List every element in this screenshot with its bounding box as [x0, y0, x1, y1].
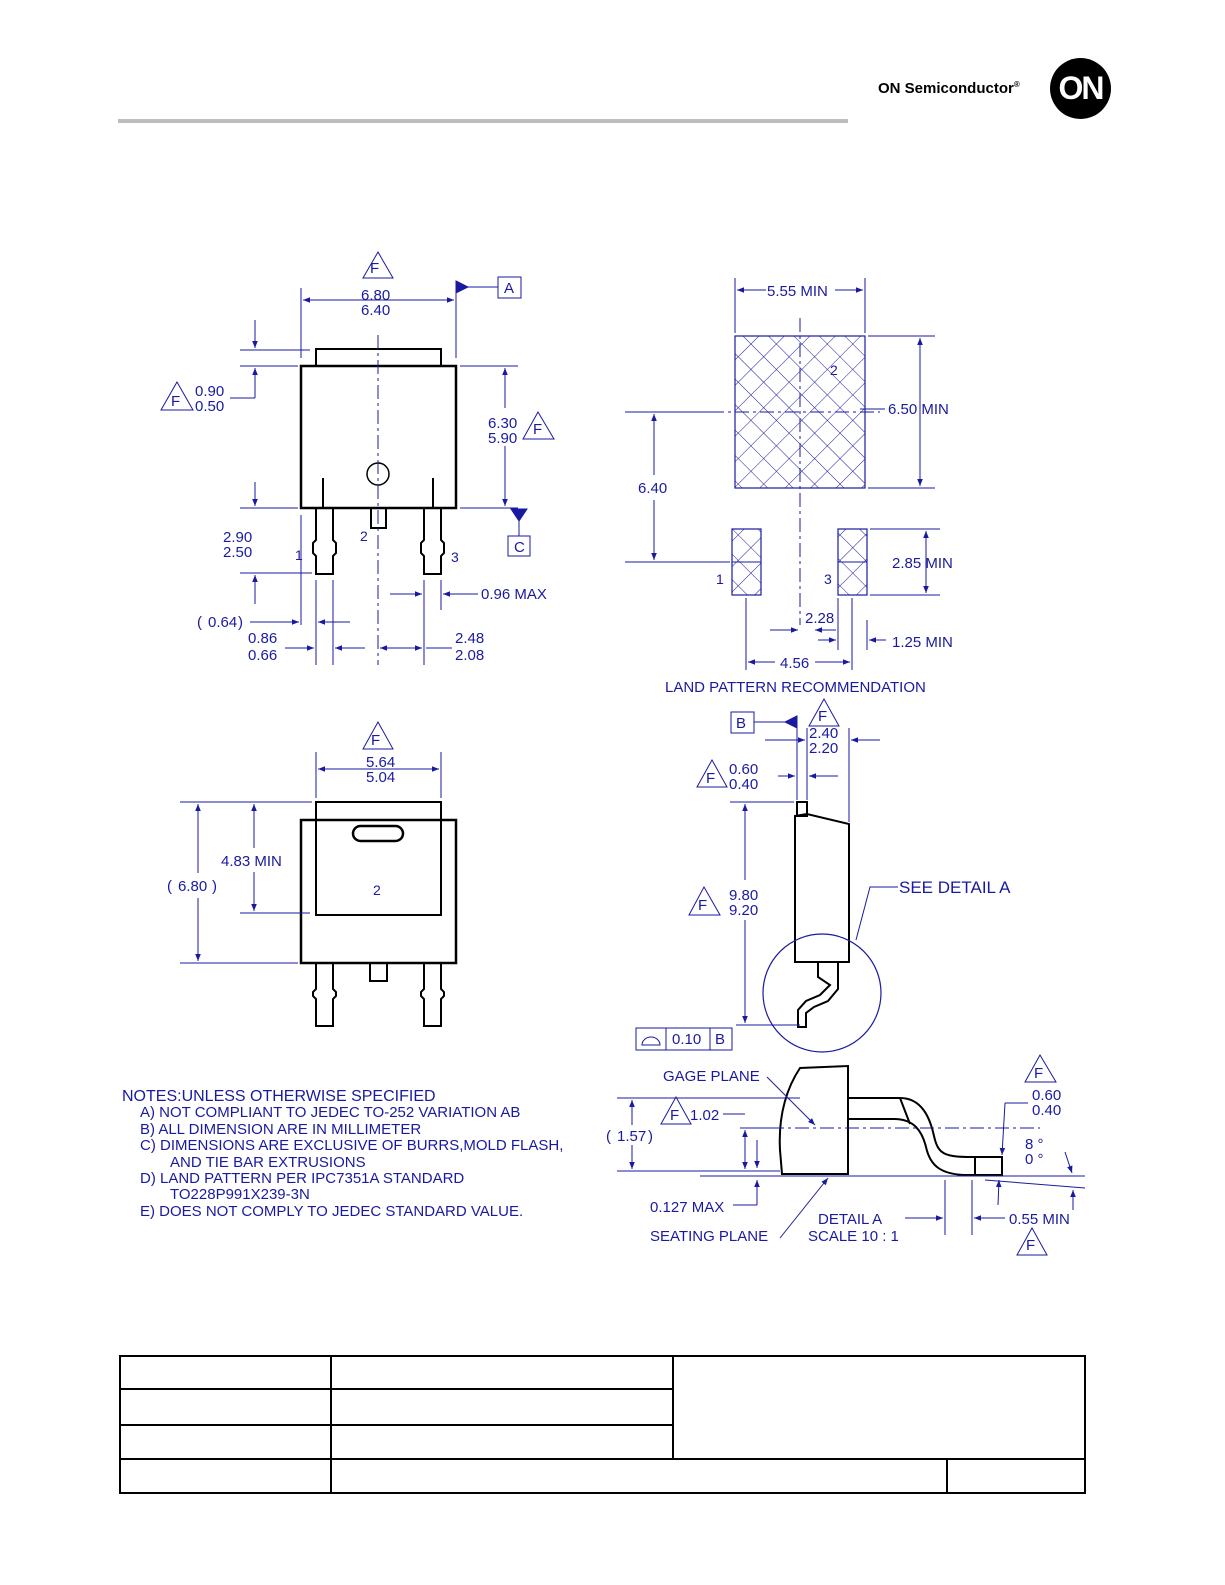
see-detail-label: SEE DETAIL A — [899, 878, 1011, 897]
dim-pitch-a-max: 0.86 — [248, 630, 277, 647]
dim-land-pad-w: 1.25 MIN — [892, 634, 953, 651]
paren-open: ( — [606, 1128, 611, 1145]
seating-plane-label: SEATING PLANE — [650, 1228, 768, 1245]
flag-letter: F — [171, 393, 180, 410]
dim-bottom-min: 4.83 MIN — [221, 853, 282, 870]
dim-body-min: 5.90 — [488, 430, 517, 447]
flag-letter: F — [370, 260, 379, 277]
tolerance-datum: B — [715, 1031, 725, 1048]
tolerance-value: 0.10 — [672, 1031, 701, 1048]
dim-land-side: 6.50 MIN — [888, 401, 949, 418]
dim-tab-max: 0.90 — [195, 383, 224, 400]
dim-pitch-a-min: 0.66 — [248, 647, 277, 664]
dim-land-height: 6.40 — [638, 480, 667, 497]
land-pad-1: 1 — [716, 571, 724, 587]
note-c: C) DIMENSIONS ARE EXCLUSIVE OF BURRS,MOL… — [140, 1137, 564, 1155]
flag-letter: F — [533, 421, 542, 438]
dim-side-len-min: 9.20 — [729, 902, 758, 919]
note-b: B) ALL DIMENSION ARE IN MILLIMETER — [140, 1120, 422, 1138]
dim-detail-standoff: 0.127 MAX — [650, 1199, 724, 1216]
paren-close: ) — [648, 1128, 653, 1145]
datum-a: A — [504, 280, 514, 297]
dim-detail-gage: 1.02 — [690, 1107, 719, 1124]
dim-side-t-min: 2.20 — [809, 740, 838, 757]
dim-detail-lead-min: 0.40 — [1032, 1102, 1061, 1119]
note-d-continued: TO228P991X239-3N — [170, 1186, 310, 1204]
land-pattern — [625, 278, 940, 670]
notes-block: NOTES:UNLESS OTHERWISE SPECIFIED A) NOT … — [122, 1088, 564, 1220]
top-view-flags — [160, 250, 555, 440]
paren-open: ( — [197, 614, 202, 631]
land-pad-3: 3 — [824, 571, 832, 587]
on-logo: ON — [1050, 58, 1111, 119]
side-view — [635, 697, 898, 1053]
bottom-view — [180, 720, 458, 1027]
header-rule — [118, 119, 848, 123]
detail-a — [617, 1053, 1086, 1256]
dim-pitch-b-min: 2.08 — [455, 647, 484, 664]
dim-lead-width: 0.96 MAX — [481, 586, 547, 603]
dim-side-tab-max: 0.60 — [729, 761, 758, 778]
angle-max: 8 ° — [1025, 1136, 1044, 1153]
flag-letter: F — [1026, 1237, 1035, 1254]
dim-ref-064: 0.64 — [208, 614, 237, 631]
detail-a-title: DETAIL A — [818, 1211, 882, 1228]
detail-a-scale: SCALE 10 : 1 — [808, 1228, 899, 1245]
flag-letter: F — [706, 770, 715, 787]
dim-bottom-ref: 6.80 — [178, 878, 207, 895]
dim-lead-min: 2.50 — [223, 544, 252, 561]
note-e: E) DOES NOT COMPLY TO JEDEC STANDARD VAL… — [140, 1202, 524, 1220]
dim-detail-foot: 0.55 MIN — [1009, 1211, 1070, 1228]
bottom-pad-2: 2 — [373, 882, 381, 898]
datum-c: C — [514, 539, 525, 556]
pin-2-label: 2 — [360, 528, 368, 544]
dim-detail-ref: 1.57 — [617, 1128, 646, 1145]
title-block — [119, 1355, 1086, 1494]
land-pattern-caption: LAND PATTERN RECOMMENDATION — [665, 679, 926, 696]
pin-3-label: 3 — [451, 549, 459, 565]
dim-bottom-w-min: 5.04 — [366, 769, 395, 786]
note-a: A) NOT COMPLIANT TO JEDEC TO-252 VARIATI… — [140, 1104, 521, 1122]
dim-top-width-max: 6.80 — [361, 287, 390, 304]
dim-side-t-max: 2.40 — [809, 725, 838, 742]
angle-min: 0 ° — [1025, 1151, 1044, 1168]
dim-detail-lead-max: 0.60 — [1032, 1087, 1061, 1104]
dim-land-top: 5.55 MIN — [767, 283, 828, 300]
dim-lead-max: 2.90 — [223, 529, 252, 546]
dim-land-pad-len: 2.85 MIN — [892, 555, 953, 572]
gage-plane-label: GAGE PLANE — [663, 1068, 760, 1085]
datum-b: B — [736, 715, 746, 732]
dim-top-width-min: 6.40 — [361, 302, 390, 319]
flag-letter: F — [818, 708, 827, 725]
dim-body-max: 6.30 — [488, 415, 517, 432]
land-pad-2: 2 — [830, 362, 838, 378]
pin-1-label: 1 — [295, 547, 303, 563]
notes-title: NOTES:UNLESS OTHERWISE SPECIFIED — [122, 1088, 436, 1105]
paren-close: ) — [212, 878, 217, 895]
brand-name: ON Semiconductor® — [878, 80, 1020, 97]
paren-open: ( — [167, 878, 172, 895]
dim-land-span: 4.56 — [780, 655, 809, 672]
flag-letter: F — [698, 897, 707, 914]
dim-pitch-b-max: 2.48 — [455, 630, 484, 647]
dim-tab-min: 0.50 — [195, 398, 224, 415]
flag-letter: F — [670, 1107, 679, 1124]
flag-letter: F — [1034, 1065, 1043, 1082]
dim-land-half: 2.28 — [805, 610, 834, 627]
top-view — [230, 276, 531, 665]
note-c-continued: AND TIE BAR EXTRUSIONS — [170, 1153, 366, 1171]
dim-side-tab-min: 0.40 — [729, 776, 758, 793]
dim-side-len-max: 9.80 — [729, 887, 758, 904]
paren-close: ) — [238, 614, 243, 631]
dim-bottom-w-max: 5.64 — [366, 754, 395, 771]
note-d: D) LAND PATTERN PER IPC7351A STANDARD — [140, 1170, 465, 1188]
flag-letter: F — [371, 732, 380, 749]
